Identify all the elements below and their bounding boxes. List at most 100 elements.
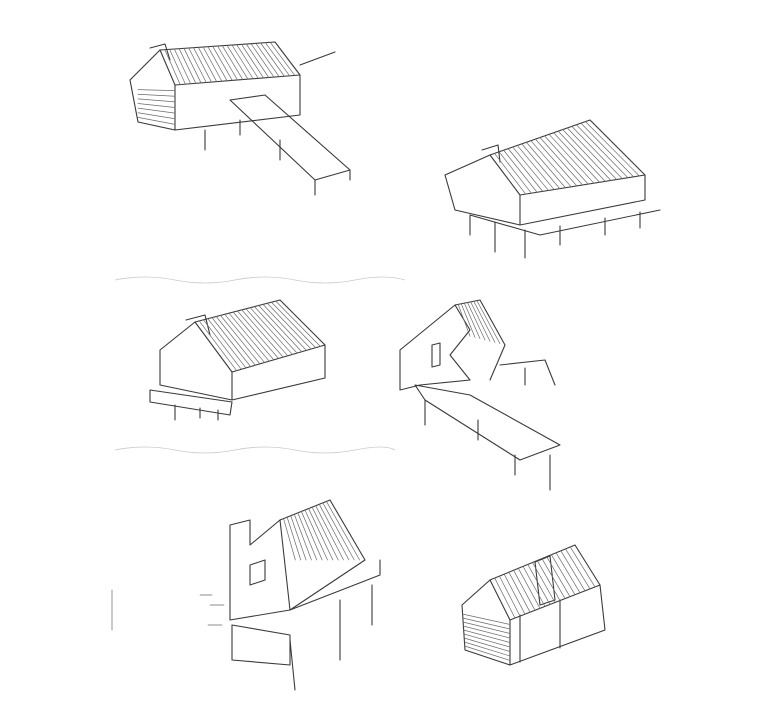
hatch-stroke (211, 317, 251, 367)
hatch-stroke (169, 48, 186, 85)
hatch-stroke (250, 43, 275, 78)
hatch-stroke (516, 145, 555, 190)
hatch-stroke (245, 308, 289, 357)
hatch-stroke (551, 554, 576, 596)
hatch-stroke (560, 550, 586, 592)
hatch-stroke (322, 502, 355, 561)
hatch-stroke (269, 41, 296, 76)
hatch-stroke (580, 122, 634, 178)
hatch-stroke (188, 47, 207, 83)
hatch-stroke (499, 575, 521, 617)
hatch-stroke (212, 45, 233, 81)
hatch-stroke (241, 309, 284, 358)
hatch-stroke (464, 302, 481, 340)
hatch-stroke (255, 42, 280, 78)
hatch-stroke (249, 307, 293, 355)
hatch-stroke (544, 135, 589, 185)
hatch-stroke (527, 564, 551, 605)
hatch-stroke (318, 503, 350, 561)
hatch-stroke (183, 47, 202, 84)
hatch-stroke (546, 556, 571, 598)
hatch-stroke (553, 132, 600, 183)
hatch-stroke (207, 318, 247, 369)
hatch-stroke (461, 613, 511, 625)
hatch-stroke (494, 153, 527, 195)
hatch-stroke (137, 117, 176, 125)
hatch-stroke (207, 46, 228, 82)
hatch-stroke (541, 558, 566, 599)
hatch-stroke (535, 138, 578, 187)
hatch-stroke (467, 302, 486, 341)
hatch-stroke (521, 143, 561, 189)
hatch-stroke (539, 137, 583, 186)
hatch-stroke (245, 43, 270, 78)
hatch-stroke (137, 112, 176, 120)
hatch-stroke (463, 637, 511, 652)
hatch-stroke (508, 571, 531, 613)
hatch-stroke (258, 305, 303, 353)
hatch-stroke (503, 573, 526, 615)
hatch-stroke (494, 577, 516, 619)
hatch-stroke (241, 43, 264, 79)
hatch-stroke (266, 302, 312, 350)
hatch-stroke (460, 303, 476, 338)
hatch-stroke (215, 316, 256, 366)
hatch-stroke (265, 42, 290, 77)
hatch-stroke (569, 546, 596, 588)
hatch-stroke (203, 319, 242, 370)
hatch-stroke (301, 511, 323, 561)
hatch-stroke (178, 48, 197, 84)
hatch-stroke (462, 621, 511, 634)
hatch-stroke (217, 45, 238, 81)
hatch-stroke (228, 312, 270, 362)
hatch-stroke (297, 512, 318, 561)
hatch-stroke (260, 42, 285, 77)
hatch-stroke (254, 306, 298, 354)
hatch-stroke (311, 506, 339, 561)
hatch-stroke (532, 562, 556, 603)
hatch-stroke (512, 146, 549, 191)
sketch-stone-gable-with-porch (111, 499, 381, 691)
hatch-stroke (470, 301, 491, 342)
hatch-stroke (522, 566, 546, 607)
hatch-stroke (137, 93, 176, 97)
hatch-stroke (237, 310, 279, 359)
wavy-guide-line-bottom (114, 446, 396, 454)
hatch-stroke (562, 129, 612, 181)
hatch-stroke (315, 505, 344, 561)
hatch-stroke (464, 645, 511, 661)
hatch-stroke (198, 320, 237, 371)
hatch-stroke (262, 304, 307, 351)
hatch-stroke (224, 313, 265, 363)
hatch-stroke (462, 617, 511, 630)
hatch-stroke (164, 49, 181, 85)
hatch-stroke (526, 141, 566, 189)
hatch-stroke (283, 518, 296, 561)
hatch-stroke (304, 509, 328, 561)
hatch-stroke (293, 513, 312, 561)
hatch-stroke (308, 508, 334, 561)
hatch-stroke (286, 516, 302, 561)
hatch-stroke (557, 130, 606, 182)
hatch-stroke (174, 48, 191, 85)
hatch-stroke (548, 133, 595, 184)
hatch-stroke (585, 121, 640, 177)
hatch-stroke (530, 140, 572, 188)
hatch-stroke (513, 569, 536, 611)
hatch-stroke (226, 44, 249, 80)
hatch-stroke (498, 151, 532, 194)
hatch-stroke (326, 501, 360, 561)
wavy-guide-line-top (114, 276, 406, 284)
hatch-stroke (463, 633, 511, 648)
roof-hatching (137, 41, 640, 661)
hatch-stroke (137, 98, 176, 103)
hatch-stroke (232, 311, 275, 361)
hatch-stroke (476, 300, 501, 345)
hatch-stroke (275, 300, 321, 347)
hatch-stroke (137, 107, 176, 114)
hatch-stroke (236, 44, 259, 79)
hatch-stroke (290, 515, 307, 561)
hatch-stroke (202, 46, 223, 82)
